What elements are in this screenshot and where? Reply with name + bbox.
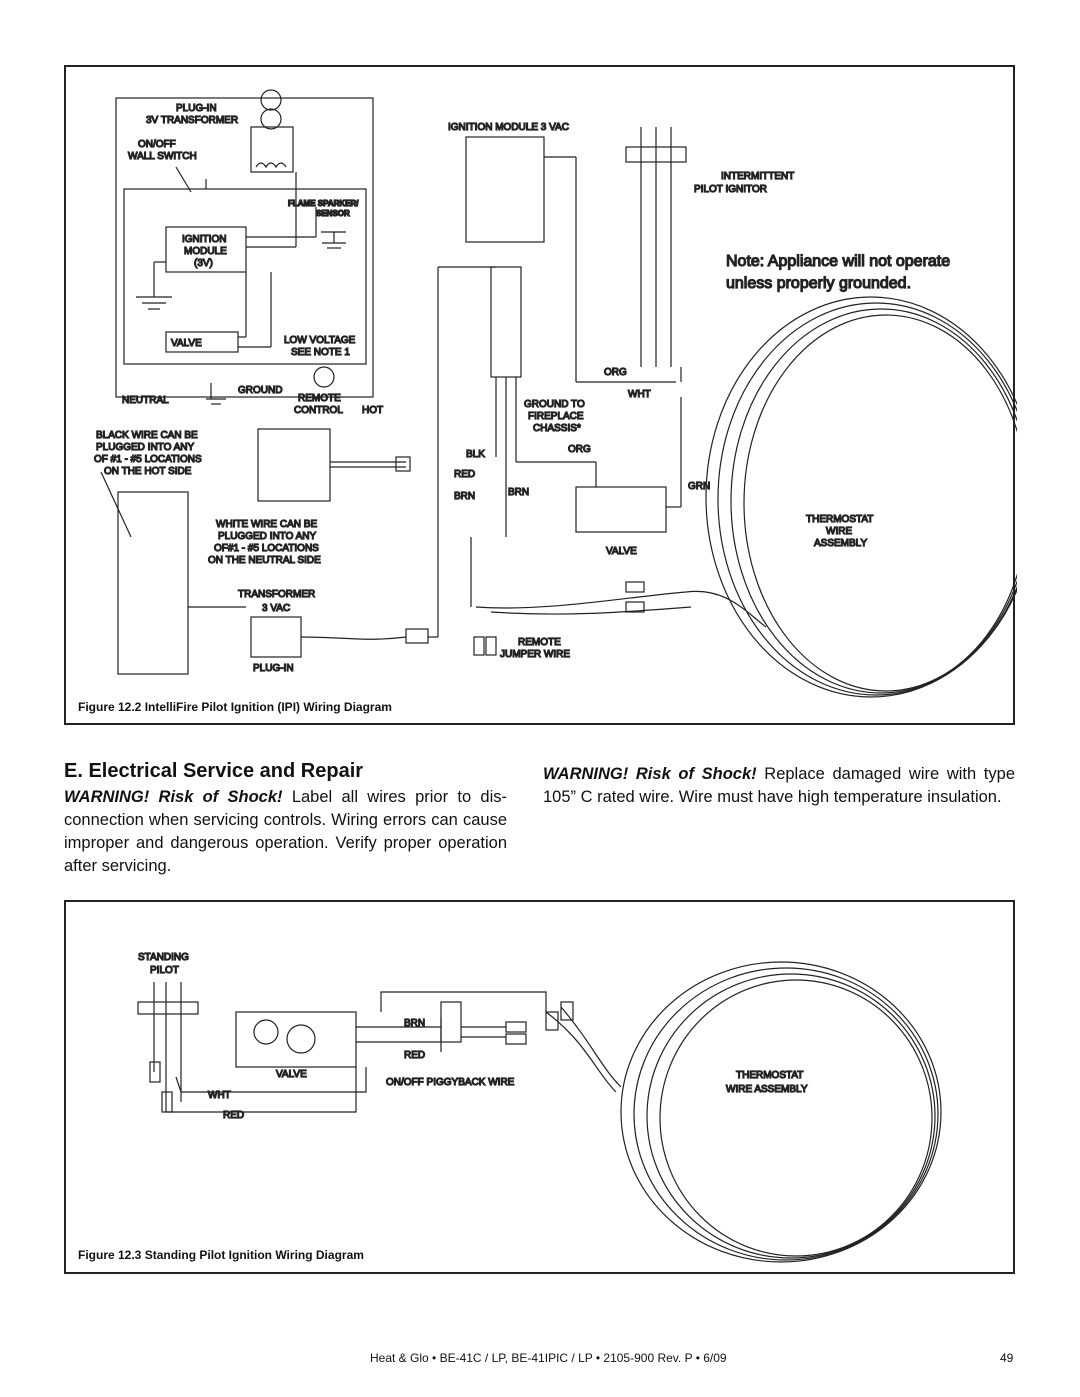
three-vac-label: 3 VAC xyxy=(262,603,290,614)
transformer-symbol xyxy=(250,126,294,173)
plug-icon xyxy=(260,89,282,111)
wht-wire xyxy=(175,1067,367,1093)
org-label-2: ORG xyxy=(568,444,591,455)
brn-label-2: BRN xyxy=(508,487,529,498)
figure-12-3-caption: Figure 12.3 Standing Pilot Ignition Wiri… xyxy=(78,1248,364,1262)
wire-label: WIRE xyxy=(826,526,852,537)
ground-to-label: GROUND TO xyxy=(524,399,585,410)
module-label: MODULE xyxy=(184,246,227,257)
schematic-inner-box xyxy=(123,188,367,365)
hot-label: HOT xyxy=(362,405,383,416)
standing-pilot-diagram: STANDING PILOT BRN RED VALVE ON/OFF PIGG… xyxy=(137,951,942,1263)
red-label: RED xyxy=(454,469,475,480)
low-voltage-label: LOW VOLTAGE xyxy=(284,335,356,346)
switch-line xyxy=(175,166,192,193)
blk-label: BLK xyxy=(466,449,485,460)
remote-receiver-icon xyxy=(257,428,331,502)
three-v-label: (3V) xyxy=(194,258,213,269)
black-wire-label-2: PLUGGED INTO ANY xyxy=(96,442,195,453)
plug-in-bottom-label: PLUG-IN xyxy=(253,663,294,674)
ipi-wiring-diagram: PLUG-IN 3V TRANSFORMER ON/OFF WALL SWITC… xyxy=(93,89,1017,698)
remote-jumper-label: REMOTE xyxy=(518,637,561,648)
plug-icon xyxy=(260,108,282,130)
sensor-label: SENSOR xyxy=(316,209,350,218)
ipi-wiring-diagram-figure: PLUG-IN 3V TRANSFORMER ON/OFF WALL SWITC… xyxy=(64,65,1017,725)
valve-label: VALVE xyxy=(606,546,637,557)
figure-12-2-caption: Figure 12.2 IntelliFire Pilot Ignition (… xyxy=(78,700,392,714)
valve-label: VALVE xyxy=(276,1069,307,1080)
red-wire xyxy=(166,1067,357,1113)
org-label-1: ORG xyxy=(604,367,627,378)
transformer-label: TRANSFORMER xyxy=(238,589,315,600)
pilot-label: PILOT xyxy=(150,965,179,976)
warning-left-body: Label all wires prior to dis-connection … xyxy=(64,788,507,875)
thermostat-label: THERMOSTAT xyxy=(736,1070,803,1081)
ignition-module-icon xyxy=(465,136,545,243)
valve-box xyxy=(165,331,239,353)
brn-label: BRN xyxy=(404,1018,425,1029)
control-label: CONTROL xyxy=(294,405,343,416)
remote-label: REMOTE xyxy=(298,393,341,404)
valve-box-label: VALVE xyxy=(171,338,202,349)
red-label-bottom: RED xyxy=(223,1110,244,1121)
standing-label: STANDING xyxy=(138,952,189,963)
pilot-ignitor-label: PILOT IGNITOR xyxy=(694,184,767,195)
gas-valve-icon xyxy=(575,486,667,533)
warning-left-paragraph: WARNING! Risk of Shock! Label all wires … xyxy=(64,786,507,878)
ground-label: GROUND xyxy=(238,385,282,396)
wht-label: WHT xyxy=(628,389,651,400)
jumper-wire-label: JUMPER WIRE xyxy=(500,649,570,660)
brn-label-1: BRN xyxy=(454,491,475,502)
warning-right-lead: WARNING! Risk of Shock! xyxy=(543,765,757,783)
on-off-label: ON/OFF xyxy=(138,139,176,150)
black-wire-label-4: ON THE HOT SIDE xyxy=(104,466,192,477)
schematic-outer-box xyxy=(115,97,374,398)
plug-in-label: PLUG-IN xyxy=(176,103,217,114)
piggyback-label: ON/OFF PIGGYBACK WIRE xyxy=(386,1077,515,1088)
wiring-harness-icon xyxy=(490,266,522,378)
page-number: 49 xyxy=(1000,1351,1014,1365)
flame-sparker-label: FLAME SPARKER/ xyxy=(288,199,359,208)
assembly-label: ASSEMBLY xyxy=(814,538,867,549)
warning-right-paragraph: WARNING! Risk of Shock! Replace damaged … xyxy=(543,763,1015,809)
thermostat-wire-coil xyxy=(705,296,1017,698)
footer-text: Heat & Glo • BE-41C / LP, BE-41IPIC / LP… xyxy=(370,1351,727,1365)
see-note-label: SEE NOTE 1 xyxy=(291,347,350,358)
white-wire-label-3: OF#1 - #5 LOCATIONS xyxy=(214,543,319,554)
standing-pilot-diagram-figure: STANDING PILOT BRN RED VALVE ON/OFF PIGG… xyxy=(64,900,1015,1274)
grn-label: GRN xyxy=(688,481,710,492)
transformer-3v-label: 3V TRANSFORMER xyxy=(146,115,238,126)
coil-icon xyxy=(255,162,287,169)
wall-switch-label: WALL SWITCH xyxy=(128,151,197,162)
wht-label: WHT xyxy=(208,1090,231,1101)
warning-left-lead: WARNING! Risk of Shock! xyxy=(64,788,283,806)
chassis-label: CHASSIS* xyxy=(533,423,581,434)
fireplace-label: FIREPLACE xyxy=(528,411,584,422)
red-label-top: RED xyxy=(404,1050,425,1061)
note-line-1: Note: Appliance will not operate xyxy=(726,253,950,270)
ignition-module-3vac-label: IGNITION MODULE 3 VAC xyxy=(448,122,569,133)
remote-plug-icon xyxy=(313,366,335,388)
duplex-receptacle-icon xyxy=(117,491,189,675)
white-wire-label-1: WHITE WIRE CAN BE xyxy=(216,519,317,530)
standing-pilot-icon xyxy=(137,1001,199,1015)
neutral-label: NEUTRAL xyxy=(122,395,169,406)
white-wire-label-2: PLUGGED INTO ANY xyxy=(218,531,317,542)
white-wire-label-4: ON THE NEUTRAL SIDE xyxy=(208,555,321,566)
intermittent-label: INTERMITTENT xyxy=(721,171,794,182)
wire-assembly-label: WIRE ASSEMBLY xyxy=(726,1084,808,1095)
section-title: E. Electrical Service and Repair xyxy=(64,760,364,782)
warning-right-body: Replace damaged wire with type 105” C ra… xyxy=(543,765,1015,806)
thermostat-wire-coil xyxy=(620,961,942,1263)
transformer-plugin-icon xyxy=(250,616,302,658)
ignition-module-box xyxy=(165,226,247,273)
black-wire-label-1: BLACK WIRE CAN BE xyxy=(96,430,198,441)
note-line-2: unless properly grounded. xyxy=(726,275,911,292)
black-wire-label-3: OF #1 - #5 LOCATIONS xyxy=(94,454,202,465)
gas-valve-icon xyxy=(235,1011,357,1068)
thermostat-label: THERMOSTAT xyxy=(806,514,873,525)
ignition-label: IGNITION xyxy=(182,234,226,245)
